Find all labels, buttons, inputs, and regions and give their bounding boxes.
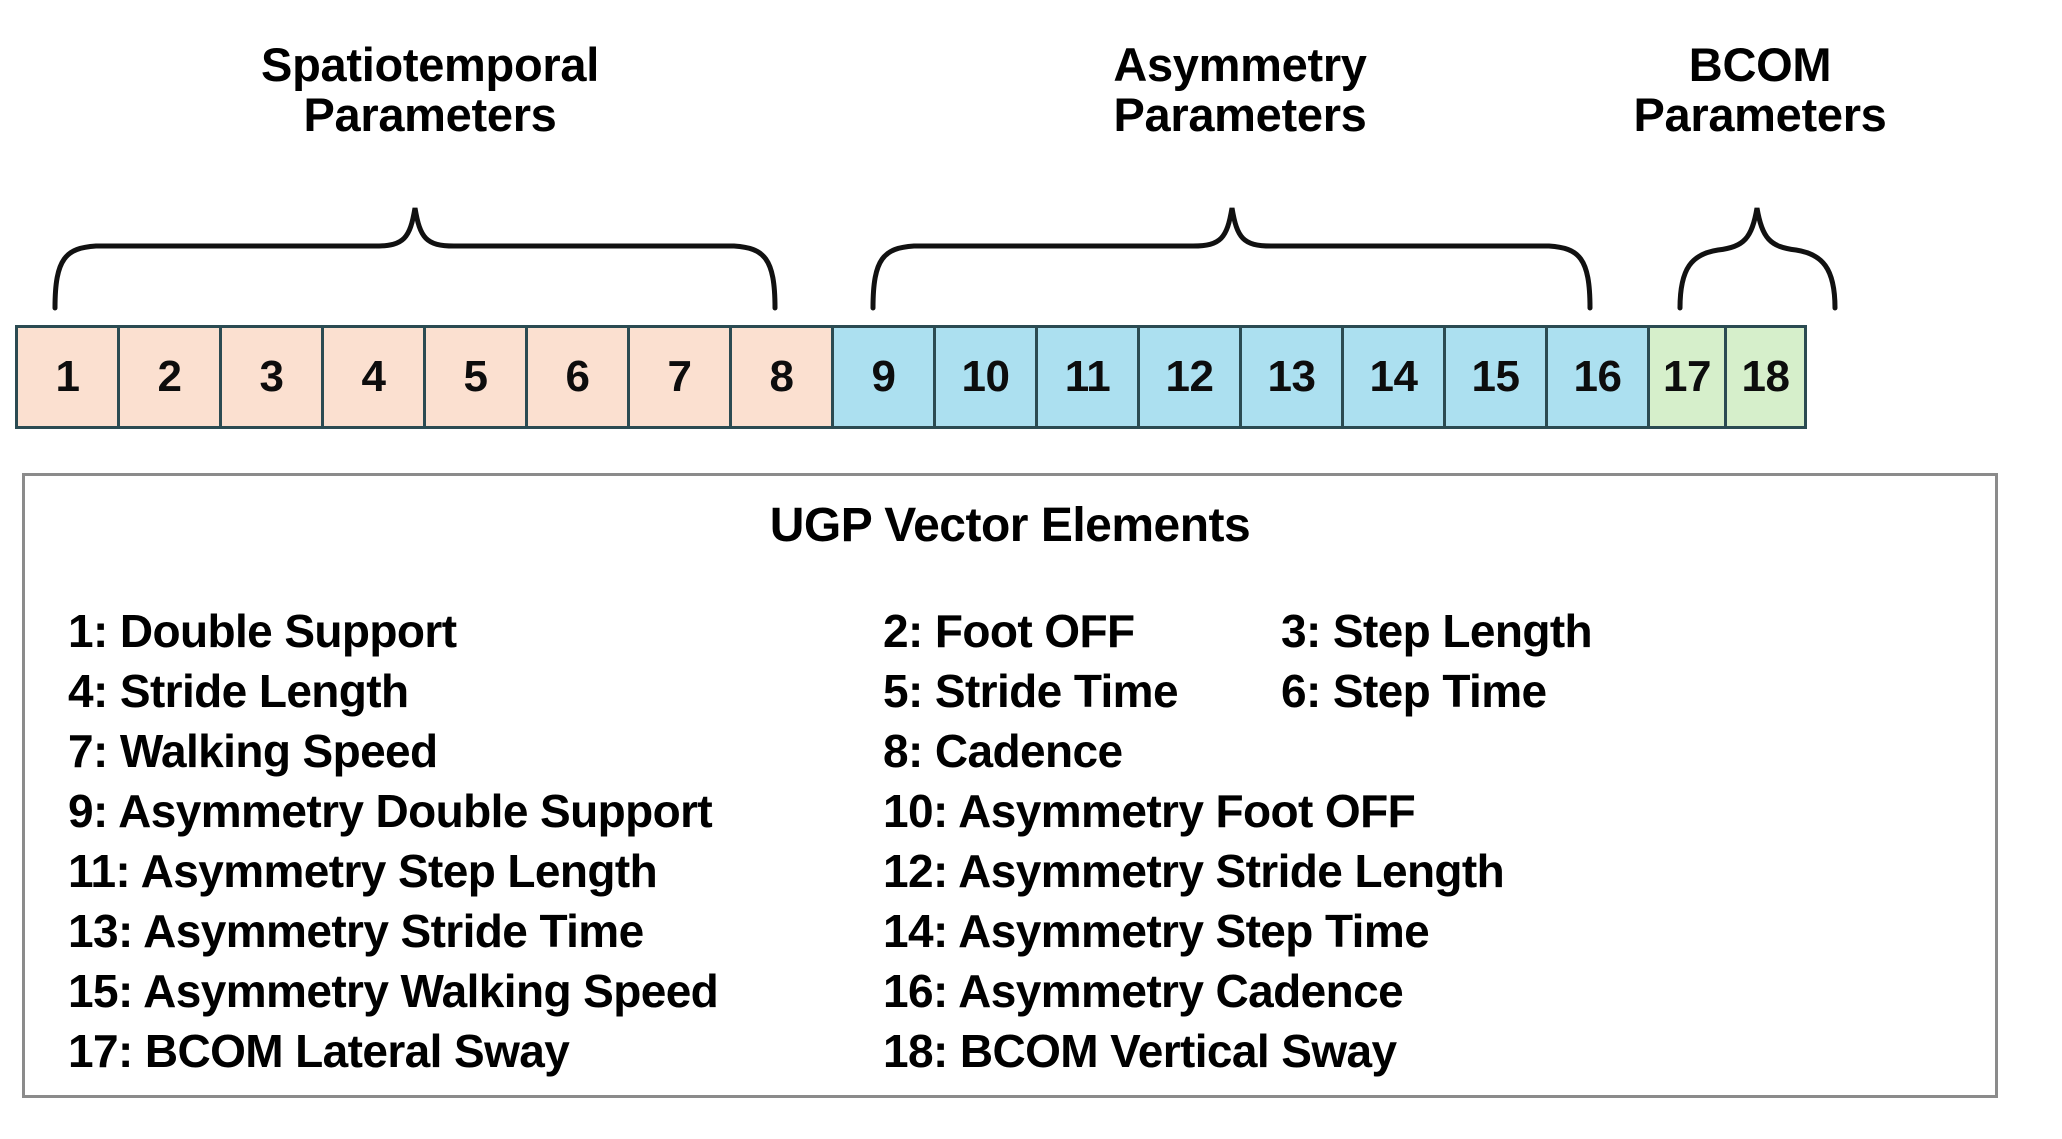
legend-item-1: 1: Double Support [68, 605, 457, 657]
brace-asymmetry [870, 207, 1593, 311]
legend-item-15: 15: Asymmetry Walking Speed [68, 965, 719, 1017]
legend-item-7: 7: Walking Speed [68, 725, 438, 777]
legend-item-4: 4: Stride Length [68, 665, 409, 717]
legend-item-5: 5: Stride Time [883, 665, 1179, 717]
vector-cell-9[interactable]: 9 [834, 328, 936, 426]
legend-row: 13: Asymmetry Stride Time 14: Asymmetry … [68, 904, 1958, 964]
brace-spatiotemporal [52, 207, 778, 311]
legend-row: 7: Walking Speed 8: Cadence [68, 724, 1958, 784]
legend-item-10: 10: Asymmetry Foot OFF [883, 785, 1416, 837]
vector-cell-4[interactable]: 4 [324, 328, 426, 426]
legend-item-2: 2: Foot OFF [883, 605, 1135, 657]
group-label-bcom: BCOM Parameters [1633, 38, 1887, 141]
legend-title: UGP Vector Elements [769, 499, 1251, 552]
vector-cell-11[interactable]: 11 [1038, 328, 1140, 426]
legend-row: 1: Double Support 2: Foot OFF 3: Step Le… [68, 604, 1958, 664]
vector-cell-5[interactable]: 5 [426, 328, 528, 426]
legend-item-9: 9: Asymmetry Double Support [68, 785, 713, 837]
legend-item-16: 16: Asymmetry Cadence [883, 965, 1404, 1017]
vector-cell-15[interactable]: 15 [1446, 328, 1548, 426]
legend-item-6: 6: Step Time [1281, 665, 1547, 717]
legend-item-18: 18: BCOM Vertical Sway [883, 1025, 1397, 1077]
vector-cell-17[interactable]: 17 [1650, 328, 1727, 426]
vector-cell-3[interactable]: 3 [222, 328, 324, 426]
legend-panel: UGP Vector Elements 1: Double Support 2:… [22, 473, 1998, 1098]
vector-cell-13[interactable]: 13 [1242, 328, 1344, 426]
legend-item-17: 17: BCOM Lateral Sway [68, 1025, 570, 1077]
legend-list: 1: Double Support 2: Foot OFF 3: Step Le… [68, 604, 1958, 1084]
legend-row: 17: BCOM Lateral Sway 18: BCOM Vertical … [68, 1024, 1958, 1084]
legend-item-11: 11: Asymmetry Step Length [68, 845, 658, 897]
vector-cell-18[interactable]: 18 [1727, 328, 1804, 426]
legend-item-8: 8: Cadence [883, 725, 1123, 777]
brace-bcom [1677, 207, 1838, 311]
vector-cell-14[interactable]: 14 [1344, 328, 1446, 426]
legend-row: 4: Stride Length 5: Stride Time 6: Step … [68, 664, 1958, 724]
vector-cell-1[interactable]: 1 [18, 328, 120, 426]
legend-row: 11: Asymmetry Step Length 12: Asymmetry … [68, 844, 1958, 904]
legend-row: 15: Asymmetry Walking Speed 16: Asymmetr… [68, 964, 1958, 1024]
vector-cell-7[interactable]: 7 [630, 328, 732, 426]
legend-item-13: 13: Asymmetry Stride Time [68, 905, 644, 957]
ugp-vector-row: 1 2 3 4 5 6 7 8 9 10 11 12 13 14 15 16 1… [15, 325, 1807, 429]
legend-item-14: 14: Asymmetry Step Time [883, 905, 1430, 957]
group-label-spatiotemporal: Spatiotemporal Parameters [261, 38, 599, 141]
vector-cell-2[interactable]: 2 [120, 328, 222, 426]
legend-row: 9: Asymmetry Double Support 10: Asymmetr… [68, 784, 1958, 844]
legend-item-3: 3: Step Length [1281, 605, 1593, 657]
vector-cell-16[interactable]: 16 [1548, 328, 1650, 426]
vector-cell-8[interactable]: 8 [732, 328, 834, 426]
vector-cell-6[interactable]: 6 [528, 328, 630, 426]
group-label-asymmetry: Asymmetry Parameters [1113, 38, 1367, 141]
vector-cell-12[interactable]: 12 [1140, 328, 1242, 426]
vector-cell-10[interactable]: 10 [936, 328, 1038, 426]
legend-item-12: 12: Asymmetry Stride Length [883, 845, 1505, 897]
